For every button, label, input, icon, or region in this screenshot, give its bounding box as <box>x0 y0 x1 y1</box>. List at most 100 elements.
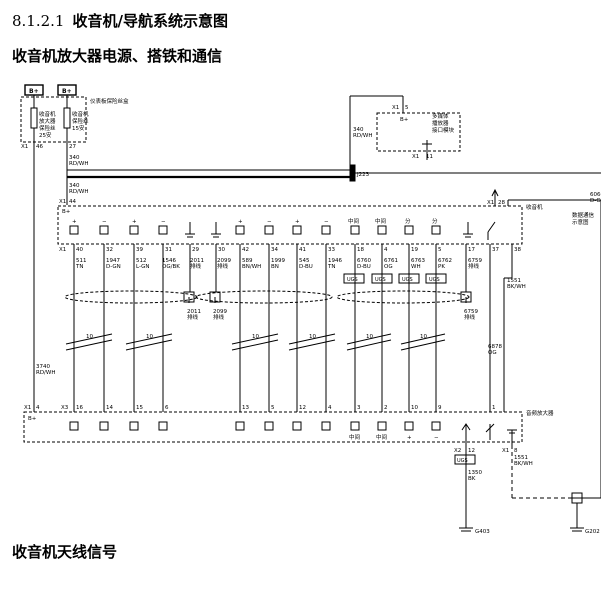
circuit-number: 6760 <box>357 258 371 264</box>
fuse-pin-x1: X1 <box>21 144 28 150</box>
drain-2011-num: 2011 <box>187 309 201 315</box>
amp-pin: 15 <box>136 405 143 411</box>
section-title: 收音机放大器电源、搭铁和通信 <box>12 47 223 65</box>
radio-sym-7: − <box>267 219 272 225</box>
circuit-color: BN/WH <box>242 264 261 270</box>
amp-pin-8: 8 <box>514 448 518 454</box>
circuit-color: 排线 <box>468 262 480 270</box>
amplifier-outline <box>23 411 523 443</box>
amp-pin: 13 <box>242 405 249 411</box>
b-plus-label-1: B+ <box>29 88 39 95</box>
amp-ugs: UGS <box>457 458 468 464</box>
radio-pin: 29 <box>192 247 199 253</box>
amp-sym: − <box>434 435 439 441</box>
module-pin-x1b: X1 <box>412 154 419 160</box>
circuit-color: BN <box>271 264 279 270</box>
section-title-2: 收音机天线信号 <box>12 543 118 561</box>
amp-pin: 6 <box>165 405 169 411</box>
wire-6878-num: 6878 <box>488 344 502 350</box>
drain-6759-num: 6759 <box>464 309 478 315</box>
fuse-2-line-2: 保险丝 <box>72 117 89 125</box>
amp-pin: 14 <box>106 405 113 411</box>
radio-sym-9: − <box>324 219 329 225</box>
circuit-number: 1947 <box>106 258 120 264</box>
fuse-1-line-4: 25安 <box>39 131 52 139</box>
fuse-block-label: 仪表板保险丝盒 <box>90 97 129 105</box>
radio-sym-0: + <box>72 219 77 225</box>
radio-pin: 33 <box>328 247 335 253</box>
multimedia-module-outline <box>376 112 461 152</box>
wire-340-b-num: 340 <box>69 183 80 189</box>
ugs-boxes <box>343 273 447 284</box>
amp-sym: 中间 <box>376 433 387 441</box>
radio-pin: 17 <box>468 247 475 253</box>
wire-1551-col: BK/WH <box>507 284 526 290</box>
fuse-1-line-3: 保险丝 <box>39 124 56 132</box>
ground-g202: G202 <box>585 529 600 535</box>
amp-pin: 3 <box>357 405 361 411</box>
radio-pin: 18 <box>357 247 364 253</box>
amp-x2: X2 <box>454 448 461 454</box>
radio-sym-8: + <box>295 219 300 225</box>
splice-j223 <box>349 164 356 182</box>
radio-x1-right: X1 <box>487 200 494 206</box>
fuse-2-line-1: 收音机 <box>72 110 89 118</box>
radio-bplus: B+ <box>62 209 71 215</box>
module-pin-11: 11 <box>426 154 433 160</box>
wire-1551b-num: 1551 <box>514 455 528 461</box>
wire-1350-col: BK <box>468 476 476 482</box>
amp-sym: + <box>407 435 412 441</box>
radio-pin: 32 <box>106 247 113 253</box>
module-bplus: B+ <box>400 117 409 123</box>
fuse-block-outline <box>20 96 87 143</box>
radio-wire-b-num: 6060 <box>590 192 601 198</box>
circuit-color: TN <box>327 264 335 270</box>
amp-pin: 16 <box>76 405 83 411</box>
wire-340-c-num: 340 <box>353 127 364 133</box>
circuit-number: 2099 <box>217 258 231 264</box>
fuse-pin-27: 27 <box>69 144 76 150</box>
circuit-color: PK <box>438 264 445 270</box>
radio-x1-pins: X1 <box>59 247 66 253</box>
ground-g403: G403 <box>475 529 490 535</box>
heading-number: 8.1.2.1 <box>12 12 65 30</box>
radio-pin: 31 <box>165 247 172 253</box>
ugs-label: UGS <box>347 277 358 283</box>
wire-1551-num: 1551 <box>507 278 521 284</box>
radio-pin: 30 <box>218 247 225 253</box>
fuse-1-line-2: 放大器 <box>39 117 56 125</box>
drain-2011-col: 排线 <box>187 313 199 321</box>
fuse-1 <box>30 107 38 129</box>
fuse-1-line-1: 收音机 <box>39 110 56 118</box>
amp-pin: 12 <box>299 405 306 411</box>
radio-sym-10: 中间 <box>348 217 359 225</box>
amp-sym: 中间 <box>349 433 360 441</box>
drain-boxes <box>183 291 472 303</box>
amp-pin: 5 <box>271 405 275 411</box>
wire-340-a-col: RD/WH <box>69 161 88 167</box>
fuse-pin-46: 46 <box>36 144 43 150</box>
radio-pin: 34 <box>271 247 278 253</box>
circuit-number: 6761 <box>384 258 398 264</box>
twist-label: 10 <box>146 334 153 340</box>
wire-340-b-col: RD/WH <box>69 189 88 195</box>
circuit-color: TN <box>75 264 83 270</box>
amp-pin: 9 <box>438 405 442 411</box>
drain-2099-col: 排线 <box>213 313 225 321</box>
circuit-number: 589 <box>242 258 253 264</box>
circuit-color: L-GN <box>136 264 150 270</box>
ugs-label: UGS <box>402 277 413 283</box>
fuse-2 <box>63 107 71 129</box>
heading-title: 收音机/导航系统示意图 <box>72 12 228 30</box>
radio-sym-2: + <box>132 219 137 225</box>
radio-pin: 37 <box>492 247 499 253</box>
fuse-2-line-3: 15安 <box>72 124 85 132</box>
drain-6759-col: 排线 <box>464 313 476 321</box>
wire-3740-num: 3740 <box>36 364 50 370</box>
radio-sym-3: − <box>161 219 166 225</box>
radio-outline <box>57 205 523 245</box>
amp-label: 音频放大器 <box>526 409 554 417</box>
amp-pin-4: 4 <box>36 405 40 411</box>
circuit-number: 545 <box>299 258 310 264</box>
